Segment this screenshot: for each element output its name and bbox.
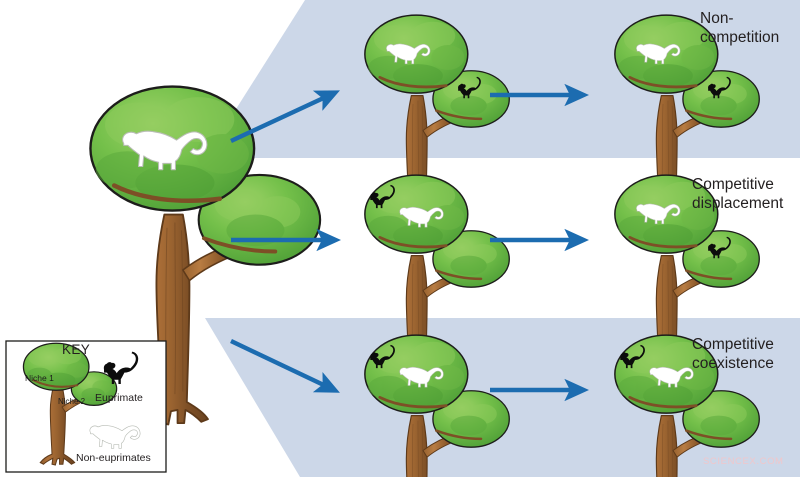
key-niche1-label: Niche 1 <box>25 373 54 383</box>
key-euprimate-label: Euprimate <box>95 392 143 404</box>
key-box <box>5 340 167 473</box>
branch-arrow-up <box>230 90 340 143</box>
branch-arrow-down <box>230 339 340 393</box>
key-title: KEY <box>62 342 91 357</box>
watermark: SCIENCEX.COM <box>703 456 784 467</box>
key-niche2-label: Niche 2 <box>58 397 86 406</box>
key-non-euprimate-label: Non-euprimates <box>76 452 151 464</box>
label-competitive-displacement: Competitive displacement <box>692 176 784 212</box>
label-non-competition: Non-competition <box>700 10 780 46</box>
label-competitive-coexistence: Competitive coexistence <box>692 336 774 372</box>
